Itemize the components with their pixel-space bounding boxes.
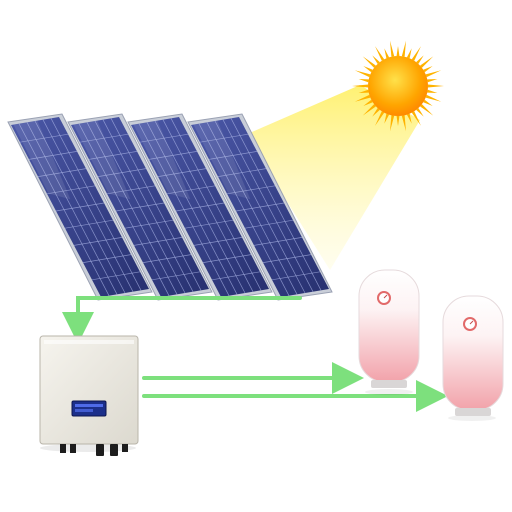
sun-ray: [396, 115, 400, 126]
sunbeam: [245, 85, 420, 270]
inverter-icon: [39, 335, 139, 456]
sun-ray: [427, 89, 438, 93]
sun-ray: [401, 40, 406, 57]
gauge-icon: [377, 291, 391, 305]
sun-ray: [411, 46, 421, 61]
sun-ray: [425, 94, 442, 102]
sun-ray: [372, 108, 380, 117]
sun-ray: [372, 55, 380, 64]
sun-ray: [427, 84, 444, 88]
sun-ray: [396, 46, 400, 57]
solar-panel-icon: [67, 113, 213, 301]
sun-ray: [384, 113, 390, 124]
sun-ray: [358, 89, 369, 93]
solar-panel-icon: [127, 113, 273, 301]
water-heater-1: [358, 269, 420, 395]
sun-ray: [384, 48, 390, 59]
gauge-icon: [463, 317, 477, 331]
solar-panel-array: [7, 113, 333, 301]
sun-ray: [425, 70, 442, 78]
sun-ray: [416, 108, 424, 117]
flow-arrow-panels-to-inverter: [62, 296, 302, 344]
sun-ray: [420, 104, 434, 116]
solar-panel-icon: [7, 113, 153, 301]
sun-ray: [375, 111, 385, 126]
sun-icon: [352, 40, 444, 132]
sun-ray: [358, 79, 369, 83]
sun-ray: [390, 115, 395, 132]
sun-ray: [352, 84, 369, 88]
sun-ray: [362, 104, 376, 116]
sun-ray: [362, 56, 376, 68]
sun-ray: [411, 111, 421, 126]
sun-ray: [423, 99, 433, 106]
sun-ray: [363, 99, 373, 106]
sun-ray: [401, 115, 406, 132]
solar-panel-icon: [187, 113, 333, 301]
sun-ray: [416, 55, 424, 64]
water-heater-icon: [442, 295, 504, 421]
sun-ray: [420, 56, 434, 68]
sun-ray: [354, 94, 371, 102]
sun-ray: [427, 79, 438, 83]
inverter-connectors: [60, 444, 128, 456]
sun-ray: [390, 40, 395, 57]
sun-ray: [423, 66, 433, 73]
water-heater-icon: [358, 269, 420, 395]
sun-ray: [406, 48, 412, 59]
flow-arrows: [62, 296, 448, 412]
sun-ray: [363, 66, 373, 73]
sun-ray: [406, 113, 412, 124]
inverter-display: [71, 400, 107, 417]
water-heater-2: [442, 295, 504, 421]
sun-ray: [354, 70, 371, 78]
sun-ray: [375, 46, 385, 61]
